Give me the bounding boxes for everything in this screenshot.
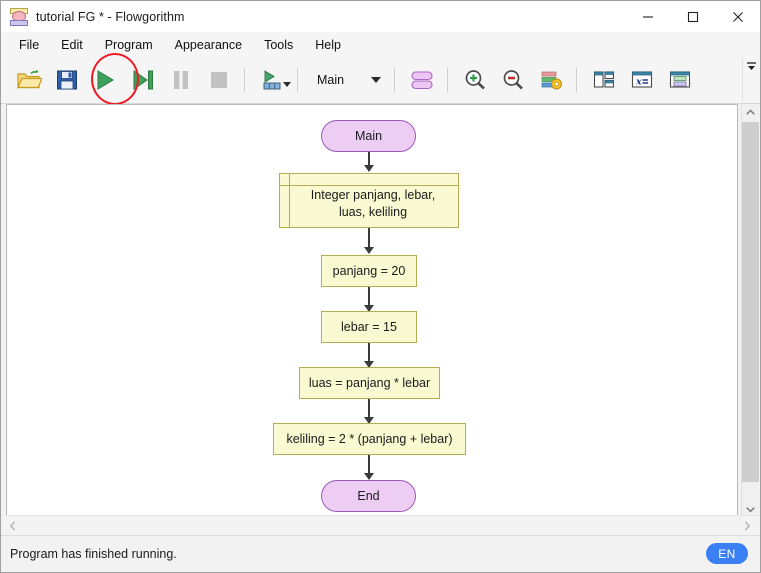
scroll-up-icon[interactable] — [742, 104, 759, 121]
shape-window-icon[interactable] — [662, 62, 698, 98]
flow-node-assign[interactable]: panjang = 20 — [321, 255, 417, 287]
zoom-out-icon[interactable] — [495, 62, 531, 98]
toolbar-separator — [576, 68, 577, 92]
menu-item-help[interactable]: Help — [315, 37, 341, 52]
menu-item-edit[interactable]: Edit — [61, 37, 83, 52]
language-indicator[interactable]: EN — [706, 543, 748, 564]
connector — [368, 287, 370, 311]
menu-item-appearance[interactable]: Appearance — [174, 37, 243, 52]
arrow-icon — [364, 247, 374, 254]
scroll-left-icon[interactable] — [3, 516, 23, 535]
flow-node-end-label: End — [357, 489, 380, 503]
flow-node-assign-label: keliling = 2 * (panjang + lebar) — [286, 432, 453, 446]
window-title: tutorial FG * - Flowgorithm — [36, 9, 185, 24]
flow-node-declare-label: Integer panjang, lebar, luas, keliling — [310, 187, 436, 219]
horizontal-scrollbar[interactable] — [1, 515, 760, 536]
maximize-icon[interactable] — [670, 1, 715, 32]
split-panes-icon[interactable] — [586, 62, 622, 98]
flow-node-assign-label: lebar = 15 — [341, 320, 397, 334]
arrow-icon — [364, 417, 374, 424]
menu-bar: File Edit Program Appearance Tools Help — [1, 32, 760, 58]
status-message: Program has finished running. — [10, 547, 177, 561]
scroll-down-icon[interactable] — [742, 501, 759, 518]
step-forward-icon[interactable] — [125, 62, 161, 98]
vertical-scrollbar[interactable] — [741, 104, 759, 518]
appearance-settings-icon[interactable] — [533, 62, 569, 98]
vertical-scrollbar-thumb[interactable] — [742, 122, 759, 482]
stop-icon — [201, 62, 237, 98]
svg-text:x: x — [635, 77, 642, 88]
run-console-dropdown-arrow[interactable] — [283, 82, 291, 87]
connector — [368, 228, 370, 253]
flow-node-start-label: Main — [354, 129, 383, 143]
flow-node-assign[interactable]: keliling = 2 * (panjang + lebar) — [273, 423, 466, 455]
toolbar: Main — [1, 57, 760, 104]
language-label: EN — [718, 546, 736, 561]
arrow-icon — [364, 305, 374, 312]
run-play-icon[interactable] — [87, 62, 123, 98]
status-bar: Program has finished running. EN — [1, 535, 760, 572]
flowchart: Main Integer panjang, lebar, luas, kelil… — [7, 105, 737, 517]
pause-icon — [163, 62, 199, 98]
save-floppy-icon[interactable] — [49, 62, 85, 98]
connector — [368, 152, 370, 171]
toolbar-separator — [447, 68, 448, 92]
menu-item-file[interactable]: File — [19, 37, 40, 52]
flow-node-declare[interactable]: Integer panjang, lebar, luas, keliling — [279, 173, 459, 228]
function-ovals-icon[interactable] — [404, 62, 440, 98]
minimize-icon[interactable] — [625, 1, 670, 32]
connector — [368, 343, 370, 367]
title-bar: tutorial FG * - Flowgorithm — [1, 1, 760, 32]
toolbar-separator — [394, 68, 395, 92]
menu-item-tools[interactable]: Tools — [264, 37, 294, 52]
window-controls — [625, 1, 760, 32]
connector — [368, 399, 370, 423]
chevron-down-icon — [371, 77, 381, 83]
arrow-icon — [364, 165, 374, 172]
scroll-right-icon[interactable] — [737, 516, 757, 535]
zoom-in-icon[interactable] — [457, 62, 493, 98]
function-select-value: Main — [317, 73, 345, 87]
connector — [368, 455, 370, 479]
function-select[interactable]: Main — [311, 68, 385, 92]
variable-watch-icon[interactable]: x — [624, 62, 660, 98]
flow-node-assign-label: luas = panjang * lebar — [308, 376, 431, 390]
toolbar-overflow-icon[interactable] — [742, 58, 759, 102]
menu-item-program[interactable]: Program — [104, 37, 153, 52]
flow-node-end[interactable]: End — [321, 480, 416, 512]
flowgorithm-logo-icon — [10, 7, 28, 26]
open-folder-icon[interactable] — [11, 62, 47, 98]
arrow-icon — [364, 361, 374, 368]
flow-node-assign[interactable]: lebar = 15 — [321, 311, 417, 343]
close-icon[interactable] — [715, 1, 760, 32]
flowchart-canvas[interactable]: Main Integer panjang, lebar, luas, kelil… — [6, 104, 738, 518]
flow-node-assign[interactable]: luas = panjang * lebar — [299, 367, 440, 399]
toolbar-separator — [297, 68, 298, 92]
flow-node-assign-label: panjang = 20 — [332, 264, 406, 278]
run-console-icon[interactable] — [254, 62, 291, 98]
arrow-icon — [364, 473, 374, 480]
flow-node-start[interactable]: Main — [321, 120, 416, 152]
toolbar-separator — [244, 68, 245, 92]
